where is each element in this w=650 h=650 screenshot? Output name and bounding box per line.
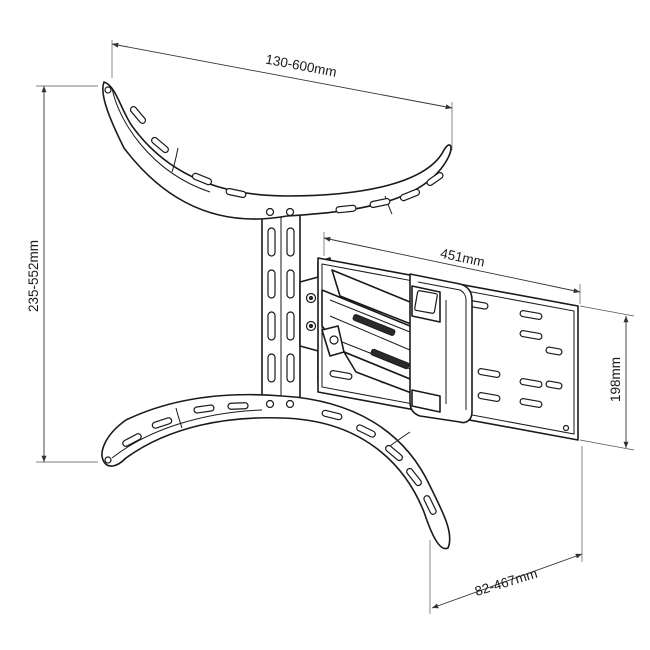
plate-width-label: 451mm (439, 246, 486, 270)
lower-arm (101, 393, 451, 550)
dimension-plate-height: 198mm (579, 305, 635, 451)
wall-rail (261, 201, 301, 413)
plate-height-label: 198mm (608, 357, 623, 402)
top-width-label: 130-600mm (264, 52, 338, 80)
extension-label: 82-467mm (473, 566, 539, 599)
dimension-height: 235-552mm (26, 85, 98, 463)
swivel-head (409, 273, 473, 424)
height-label: 235-552mm (26, 240, 41, 312)
upper-arm (102, 81, 452, 220)
dimension-extension: 82-467mm (429, 446, 583, 614)
dimension-top-width: 130-600mm (111, 40, 453, 150)
